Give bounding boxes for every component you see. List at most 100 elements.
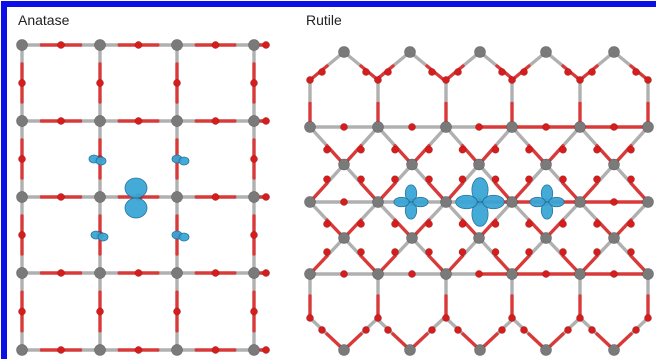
oxygen-atom xyxy=(425,145,433,154)
bond-segment xyxy=(444,64,465,82)
titanium-atom xyxy=(94,344,106,356)
oxygen-atom xyxy=(362,68,370,76)
oxygen-atom xyxy=(211,41,220,49)
oxygen-atom xyxy=(323,248,331,256)
oxygen-atom xyxy=(458,145,467,154)
titanium-atom xyxy=(171,344,183,356)
titanium-atom xyxy=(473,232,485,244)
titanium-atom xyxy=(248,191,260,203)
anatase-lattice xyxy=(16,39,270,356)
oxygen-atom xyxy=(425,175,433,184)
oxygen-atom xyxy=(384,326,392,334)
oxygen-atom xyxy=(475,270,483,278)
oxygen-atom xyxy=(134,269,143,277)
titanium-atom xyxy=(540,46,552,58)
orbital-lobe xyxy=(393,196,410,208)
orbital-lobe xyxy=(455,194,478,210)
oxygen-atom xyxy=(559,145,567,154)
titanium-atom xyxy=(574,121,586,133)
oxygen-atom xyxy=(408,270,416,278)
oxygen-atom xyxy=(57,269,65,277)
titanium-atom xyxy=(94,267,106,279)
titanium-atom xyxy=(608,46,620,58)
oxygen-atom xyxy=(425,248,433,256)
oxygen-atom xyxy=(564,326,572,334)
titanium-atom xyxy=(540,344,552,356)
titanium-atom xyxy=(171,39,183,51)
orbital-lobe xyxy=(404,201,418,220)
oxygen-atom xyxy=(475,123,483,131)
titanium-atom xyxy=(404,344,416,356)
orbital-lobe xyxy=(97,232,109,242)
rutile-lattice xyxy=(304,46,654,356)
oxygen-atom xyxy=(357,220,365,228)
electron-density-orbitals xyxy=(88,154,565,242)
titanium-atom xyxy=(372,268,384,280)
titanium-atom xyxy=(94,115,106,127)
titanium-atom xyxy=(608,158,620,171)
orbital-lobe xyxy=(178,232,190,242)
oxygen-atom xyxy=(384,68,392,76)
orbital-lobe xyxy=(529,196,546,208)
oxygen-atom xyxy=(173,307,181,316)
orbital-lobe xyxy=(540,201,554,220)
oxygen-atom xyxy=(374,314,382,322)
oxygen-atom xyxy=(610,198,618,206)
titanium-atom xyxy=(642,196,654,208)
titanium-atom xyxy=(406,158,418,171)
oxygen-atom xyxy=(491,145,500,154)
titanium-atom xyxy=(304,268,316,280)
titanium-atom xyxy=(248,344,260,356)
titanium-atom xyxy=(16,344,28,356)
oxygen-atom xyxy=(262,117,270,125)
orbital-lobe xyxy=(412,196,429,208)
titanium-atom xyxy=(642,268,654,280)
oxygen-atom xyxy=(306,314,314,322)
titanium-atom xyxy=(338,158,350,171)
titanium-atom xyxy=(171,115,183,127)
orbital-lobe xyxy=(482,194,505,210)
titanium-atom xyxy=(540,232,552,244)
titanium-atom xyxy=(506,121,518,133)
titanium-atom xyxy=(474,344,486,356)
oxygen-atom xyxy=(96,79,104,87)
orbital-lobe xyxy=(471,201,489,227)
oxygen-atom xyxy=(576,314,584,322)
titanium-atom xyxy=(440,121,452,133)
oxygen-atom xyxy=(454,68,462,76)
titanium-atom xyxy=(94,191,106,203)
oxygen-atom xyxy=(520,326,528,334)
oxygen-atom xyxy=(627,220,635,228)
oxygen-atom xyxy=(357,248,365,256)
oxygen-atom xyxy=(391,220,399,228)
bond-segment xyxy=(578,64,599,82)
titanium-atom xyxy=(16,39,28,51)
oxygen-atom xyxy=(491,220,500,228)
orbital-lobe xyxy=(178,156,190,166)
titanium-atom xyxy=(372,196,384,208)
titanium-atom xyxy=(473,158,485,171)
titanium-atom xyxy=(248,115,260,127)
oxygen-atom xyxy=(357,145,365,154)
oxygen-atom xyxy=(340,270,348,278)
oxygen-atom xyxy=(391,248,399,256)
titanium-atom xyxy=(16,267,28,279)
titanium-atom xyxy=(248,39,260,51)
oxygen-atom xyxy=(18,231,26,239)
oxygen-atom xyxy=(318,326,326,334)
oxygen-atom xyxy=(542,123,550,131)
oxygen-atom xyxy=(508,314,516,322)
titanium-atom xyxy=(171,267,183,279)
bond-segment xyxy=(308,64,329,82)
titanium-atom xyxy=(94,39,106,51)
oxygen-atom xyxy=(318,68,326,76)
rutile-label: Rutile xyxy=(306,12,342,28)
oxygen-atom xyxy=(362,326,370,334)
oxygen-atom xyxy=(491,248,500,256)
oxygen-atom xyxy=(57,346,65,354)
oxygen-atom xyxy=(391,175,399,184)
orbital-lobe xyxy=(124,177,148,199)
oxygen-atom xyxy=(559,248,567,256)
oxygen-atom xyxy=(323,145,331,154)
oxygen-atom xyxy=(610,270,618,278)
